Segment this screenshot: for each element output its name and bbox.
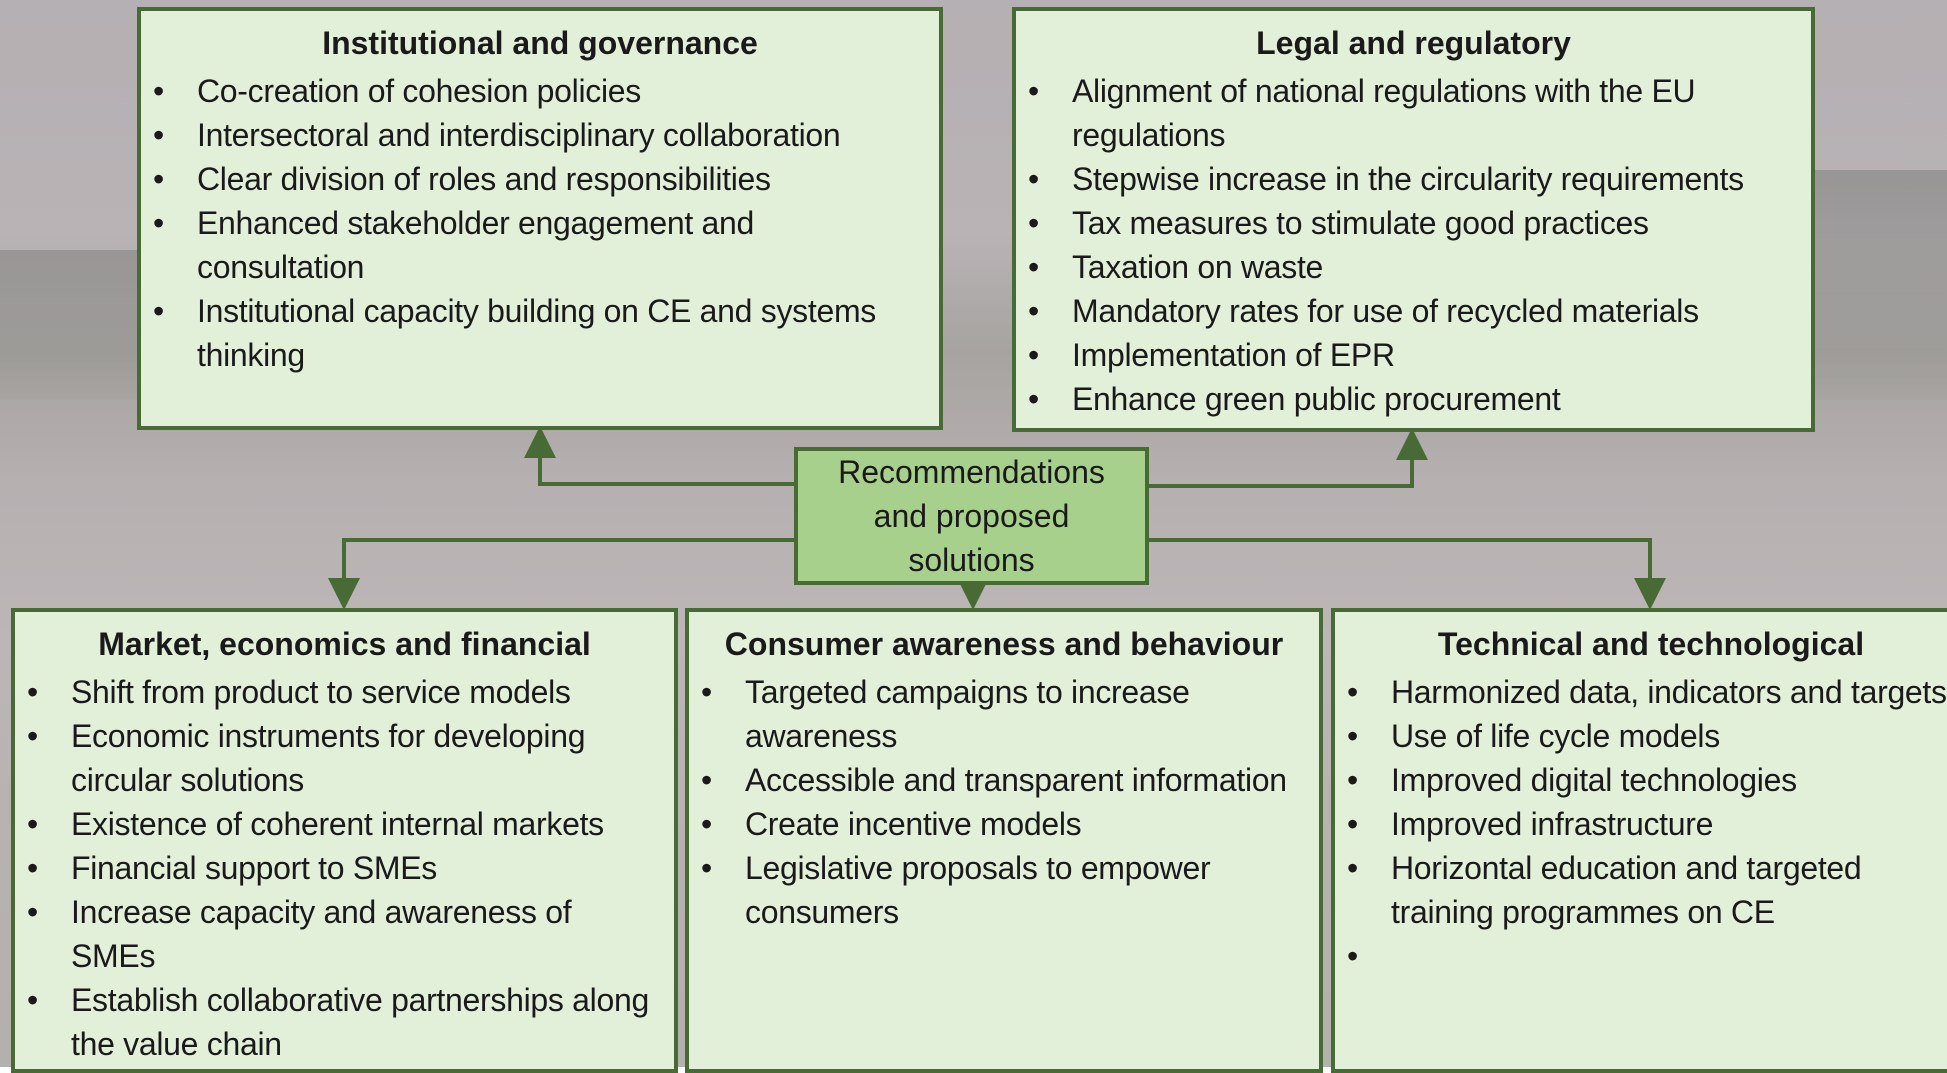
bullet-list: Targeted campaigns to increase awareness… bbox=[689, 670, 1319, 934]
list-item: Economic instruments for developing circ… bbox=[27, 714, 664, 802]
list-item: Implementation of EPR bbox=[1028, 333, 1801, 377]
list-item: Establish collaborative partnerships alo… bbox=[27, 978, 664, 1066]
list-item: Mandatory rates for use of recycled mate… bbox=[1028, 289, 1801, 333]
box-title: Consumer awareness and behaviour bbox=[724, 626, 1284, 662]
list-item: Tax measures to stimulate good practices bbox=[1028, 201, 1801, 245]
box-institutional-governance: Institutional and governance Co-creation… bbox=[137, 7, 943, 430]
list-item: Harmonized data, indicators and targets bbox=[1347, 670, 1947, 714]
arrow-to-institutional-governance bbox=[524, 426, 796, 486]
list-item: Clear division of roles and responsibili… bbox=[153, 157, 929, 201]
box-technical-technological: Technical and technological Harmonized d… bbox=[1331, 608, 1947, 1073]
list-item: Co-creation of cohesion policies bbox=[153, 69, 929, 113]
center-node-recommendations: Recommendations and proposed solutions bbox=[794, 447, 1149, 585]
bullet-list: Harmonized data, indicators and targets … bbox=[1335, 670, 1947, 978]
list-item: Accessible and transparent information bbox=[701, 758, 1309, 802]
list-item: Increase capacity and awareness of SMEs bbox=[27, 890, 664, 978]
list-item: Use of life cycle models bbox=[1347, 714, 1947, 758]
list-item: Improved digital technologies bbox=[1347, 758, 1947, 802]
list-item: Existence of coherent internal markets bbox=[27, 802, 664, 846]
bullet-list: Alignment of national regulations with t… bbox=[1016, 69, 1811, 421]
list-item: Shift from product to service models bbox=[27, 670, 664, 714]
arrow-to-legal-regulatory bbox=[1147, 428, 1428, 488]
box-title: Institutional and governance bbox=[322, 25, 758, 61]
list-item: Enhanced stakeholder engagement and cons… bbox=[153, 201, 929, 289]
list-item: Create incentive models bbox=[701, 802, 1309, 846]
box-legal-regulatory: Legal and regulatory Alignment of nation… bbox=[1012, 7, 1815, 432]
box-title: Technical and technological bbox=[1437, 626, 1865, 662]
box-consumer-awareness-behaviour: Consumer awareness and behaviour Targete… bbox=[685, 608, 1323, 1073]
list-item: Targeted campaigns to increase awareness bbox=[701, 670, 1309, 758]
bullet-list: Shift from product to service models Eco… bbox=[15, 670, 674, 1066]
box-title: Legal and regulatory bbox=[1256, 25, 1571, 61]
arrow-to-market-economics bbox=[328, 538, 796, 610]
list-item: Alignment of national regulations with t… bbox=[1028, 69, 1801, 157]
box-title: Market, economics and financial bbox=[98, 626, 591, 662]
list-item: Legislative proposals to empower consume… bbox=[701, 846, 1309, 934]
list-item: Enhance green public procurement bbox=[1028, 377, 1801, 421]
list-item: Financial support to SMEs bbox=[27, 846, 664, 890]
list-item: Stepwise increase in the circularity req… bbox=[1028, 157, 1801, 201]
list-item-empty bbox=[1347, 934, 1947, 978]
center-node-label: Recommendations and proposed solutions bbox=[838, 454, 1105, 578]
list-item: Improved infrastructure bbox=[1347, 802, 1947, 846]
list-item: Horizontal education and targeted traini… bbox=[1347, 846, 1947, 934]
box-market-economics-financial: Market, economics and financial Shift fr… bbox=[11, 608, 678, 1073]
arrow-to-technical-technological bbox=[1147, 538, 1666, 610]
bullet-list: Co-creation of cohesion policies Interse… bbox=[141, 69, 939, 377]
list-item: Taxation on waste bbox=[1028, 245, 1801, 289]
list-item: Intersectoral and interdisciplinary coll… bbox=[153, 113, 929, 157]
list-item: Institutional capacity building on CE an… bbox=[153, 289, 929, 377]
